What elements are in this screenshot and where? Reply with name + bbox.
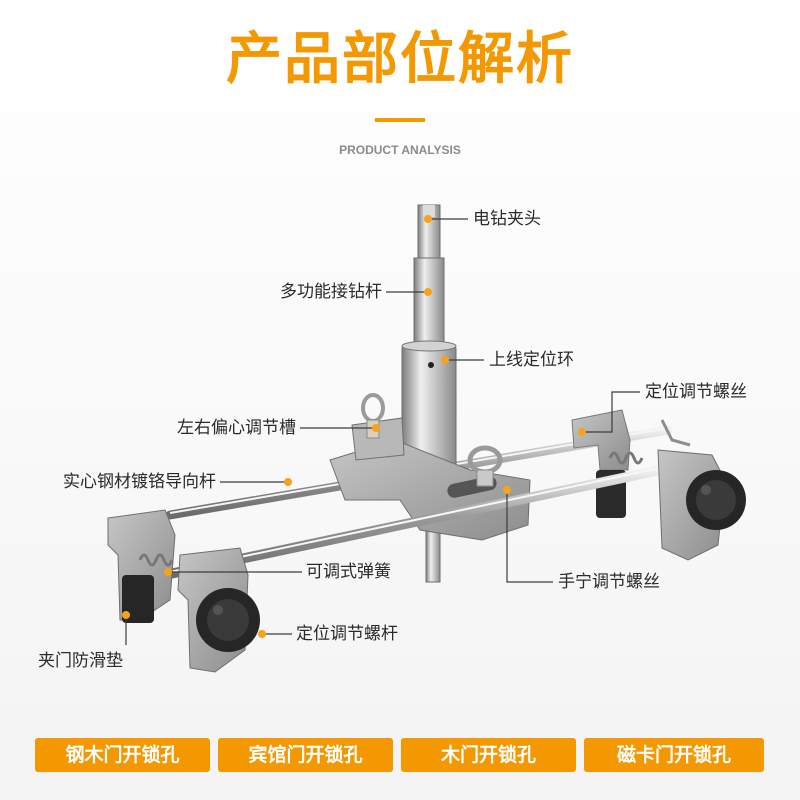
callout-slot: 左右偏心调节槽 <box>177 418 296 438</box>
callout-adjust-screw-top: 定位调节螺丝 <box>645 382 747 402</box>
callout-anti-slip: 夹门防滑垫 <box>38 651 123 671</box>
callout-leaders <box>125 218 640 645</box>
title-underline <box>375 118 425 122</box>
eye-bolt-right <box>467 445 503 487</box>
tag-hotel-door: 宾馆门开锁孔 <box>218 738 393 772</box>
front-guide-rod <box>160 465 665 580</box>
positioning-cylinder <box>401 340 457 471</box>
callout-multi-rod: 多功能接钻杆 <box>280 282 382 302</box>
spring <box>138 451 644 567</box>
left-back-clamp <box>107 509 176 623</box>
center-plate <box>329 417 531 541</box>
callout-drill-chuck: 电钻夹头 <box>473 209 541 229</box>
knob-right <box>686 470 746 530</box>
callout-guide-rod: 实心钢材镀铬导向杆 <box>63 472 216 492</box>
page-title: 产品部位解析 <box>226 27 574 92</box>
page-subtitle: PRODUCT ANALYSIS <box>339 143 461 157</box>
callout-upper-ring: 上线定位环 <box>489 350 574 370</box>
tag-magnetic-card-door: 磁卡门开锁孔 <box>584 738 764 772</box>
tag-wood-door: 木门开锁孔 <box>401 738 576 772</box>
callout-spring: 可调式弹簧 <box>306 562 391 582</box>
callout-dots <box>122 215 586 638</box>
callout-hand-screw: 手宁调节螺丝 <box>558 572 660 592</box>
tag-steel-wood-door: 钢木门开锁孔 <box>35 738 210 772</box>
knob-left <box>196 588 260 652</box>
callout-screw-rod: 定位调节螺杆 <box>296 624 398 644</box>
